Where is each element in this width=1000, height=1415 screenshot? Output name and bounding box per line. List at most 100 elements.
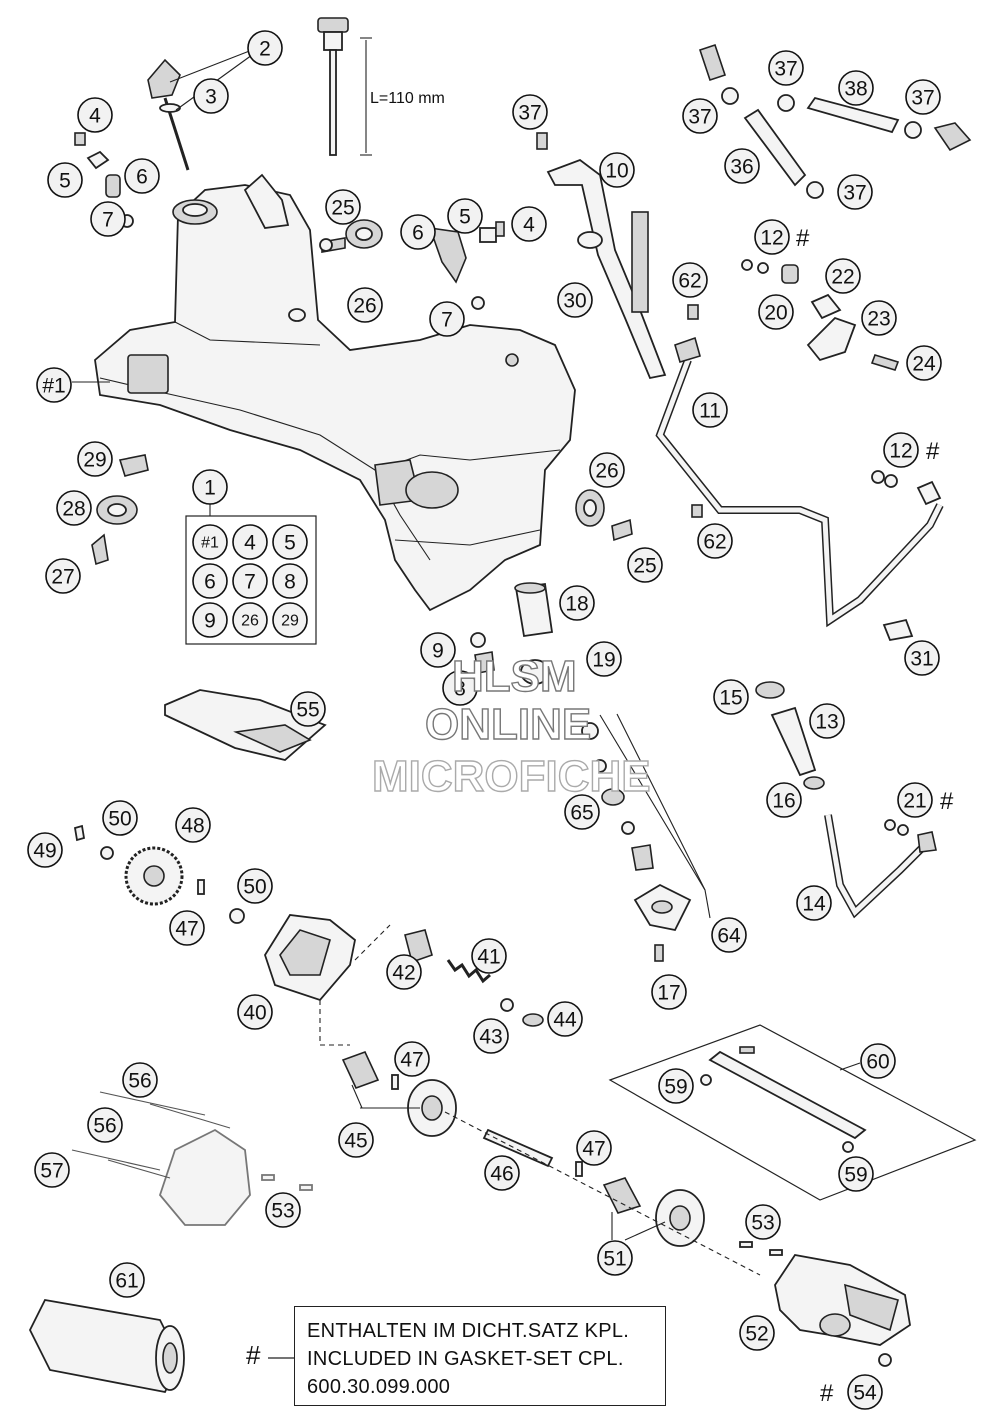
callout-label: 27	[51, 566, 74, 589]
callout-label: 4	[89, 105, 101, 128]
callout-14: 14	[796, 885, 832, 921]
callout-label: 1	[204, 477, 216, 500]
callout-62: 62	[672, 262, 708, 298]
callout-51: 51	[597, 1240, 633, 1276]
kit-item-6: 6	[192, 563, 228, 599]
callout-17: 17	[651, 974, 687, 1010]
callout-7: 7	[90, 201, 126, 237]
grommet-upper	[319, 219, 383, 253]
banjo-fittings-right	[741, 259, 900, 488]
callout-15: 15	[713, 679, 749, 715]
callout-label: 5	[459, 206, 471, 229]
callout-56: 56	[87, 1107, 123, 1143]
oil-pump-rotors	[341, 1050, 761, 1276]
kit-item-label: 5	[284, 532, 296, 555]
callout-label: 8	[454, 678, 466, 701]
callout-label: 53	[751, 1212, 774, 1235]
callout-label: 37	[688, 106, 711, 129]
callout-label: 50	[108, 808, 131, 831]
callout-label: 60	[866, 1051, 889, 1074]
kit-item-label: 7	[244, 571, 256, 594]
callout-label: 14	[802, 893, 826, 916]
oil-pump-cover-40	[264, 914, 544, 1046]
callout-21: 21	[897, 782, 933, 818]
kit-item-7: 7	[232, 563, 268, 599]
callout-42: 42	[386, 954, 422, 990]
callout-label: 20	[764, 302, 787, 325]
callout-47: 47	[169, 910, 205, 946]
callout-29: 29	[77, 441, 113, 477]
clamp-30	[577, 231, 603, 249]
callout-label: 12	[760, 227, 783, 250]
callout-50: 50	[237, 868, 273, 904]
callout-50: 50	[102, 800, 138, 836]
callout-label: 38	[844, 78, 867, 101]
callout-59: 59	[658, 1068, 694, 1104]
kit-item-label: 26	[241, 613, 259, 630]
callout-38: 38	[838, 70, 874, 106]
callout-label: 12	[889, 440, 912, 463]
watermark-line-2: ONLINE	[424, 699, 592, 749]
callout-label: 25	[633, 555, 656, 578]
hose-and-pipe-parts	[536, 132, 944, 628]
callout-48: 48	[175, 807, 211, 843]
callout-37: 37	[512, 94, 548, 130]
leader-lines	[72, 381, 861, 1241]
note-part-number: 600.30.099.000	[307, 1376, 451, 1398]
callout-label: 62	[678, 270, 701, 293]
kit-item-label: 8	[284, 571, 296, 594]
oil-tank-part	[94, 173, 576, 612]
callout-37: 37	[905, 79, 941, 115]
callout-25: 25	[325, 189, 361, 225]
callout-label: 46	[490, 1163, 513, 1186]
callout-47: 47	[394, 1041, 430, 1077]
callout-64: 64	[711, 917, 747, 953]
kit-box	[185, 504, 317, 645]
callout-label: 37	[774, 58, 797, 81]
callout-45: 45	[338, 1122, 374, 1158]
callout-label: 42	[392, 962, 415, 985]
pressure-valve-parts	[581, 714, 706, 962]
callout-9: 9	[420, 632, 456, 668]
note-marker: #	[246, 1340, 261, 1370]
callout-label: 24	[912, 353, 936, 376]
callout-30: 30	[557, 282, 593, 318]
callout-label: 18	[565, 593, 588, 616]
callout-label: 43	[479, 1026, 502, 1049]
kit-item-label: 4	[244, 532, 256, 555]
callout-10: 10	[599, 152, 635, 188]
oil-filter-61	[28, 1298, 185, 1394]
callout-label: 19	[592, 649, 615, 672]
gasket-set-hash-mark: #	[820, 1380, 834, 1407]
pump-housing-52	[739, 1241, 911, 1367]
callout-22: 22	[825, 258, 861, 294]
callout-4: 4	[511, 206, 547, 242]
callout-label: 26	[595, 460, 618, 483]
callout-23: 23	[861, 300, 897, 336]
callout-61: 61	[109, 1262, 145, 1298]
dipstick-part	[147, 49, 253, 171]
callout-28: 28	[56, 490, 92, 526]
callout-3: 3	[193, 78, 229, 114]
callout-18: 18	[559, 585, 595, 621]
callout-label: 55	[296, 699, 319, 722]
callout-43: 43	[473, 1018, 509, 1054]
callout-label: 56	[93, 1115, 116, 1138]
mount-parts-left	[91, 454, 149, 566]
callout-label: 50	[243, 876, 266, 899]
shaft-kit-60	[608, 1024, 977, 1201]
callout-label: 47	[400, 1049, 423, 1072]
callout-26: 26	[589, 452, 625, 488]
callout-label: 15	[719, 687, 742, 710]
callout-label: 3	[205, 86, 217, 109]
callout-label: 29	[83, 449, 106, 472]
callout-13: 13	[809, 703, 845, 739]
callout-label: 56	[128, 1070, 151, 1093]
callout-1: 1	[192, 469, 228, 505]
kit-item-26: 26	[232, 602, 268, 638]
callout-label: 53	[271, 1200, 294, 1223]
callout-65: 65	[564, 794, 600, 830]
callout-12: 12	[883, 432, 919, 468]
callout-label: 49	[33, 840, 56, 863]
